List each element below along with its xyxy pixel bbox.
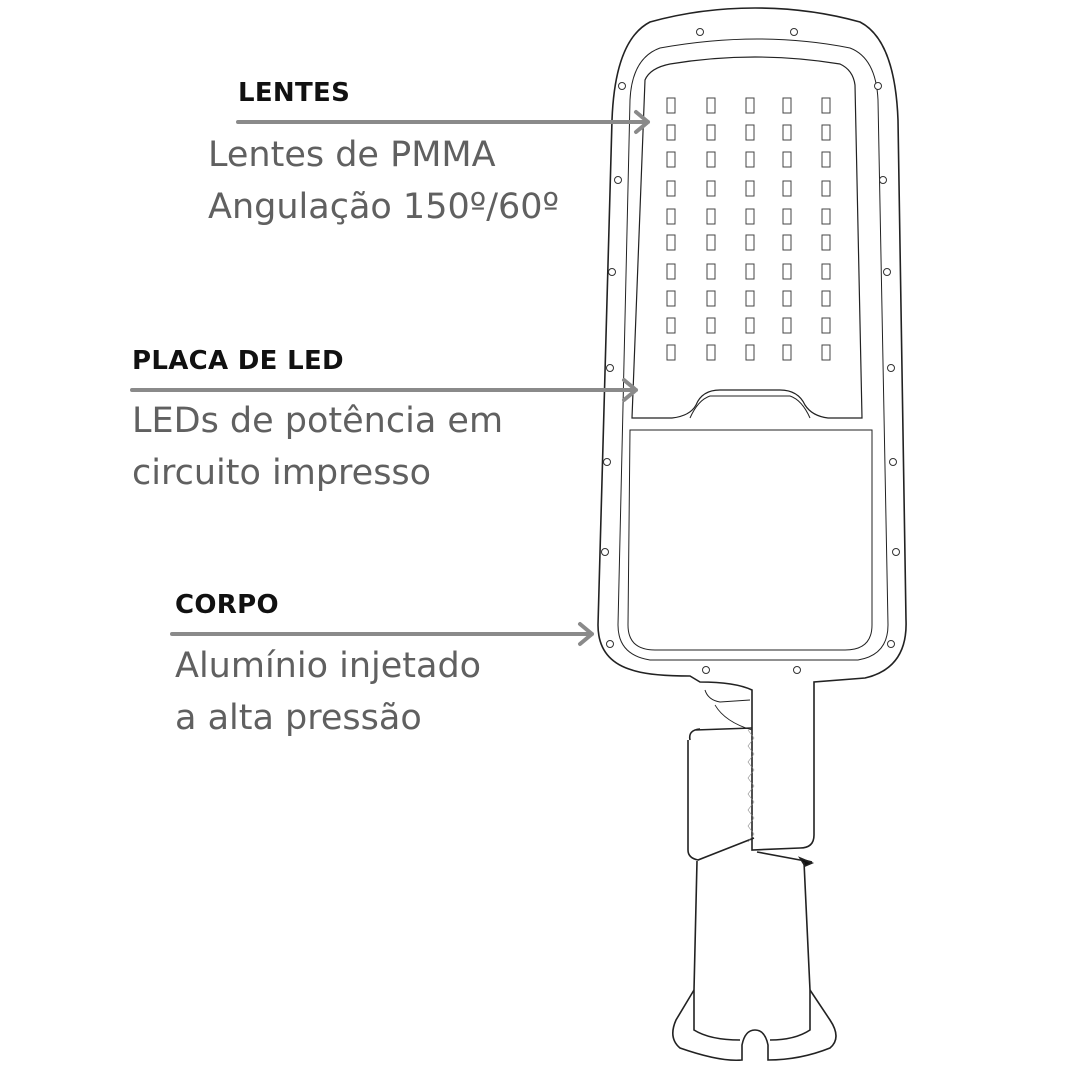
led-lens: [706, 317, 716, 334]
led-lens: [782, 344, 792, 361]
led-lens: [666, 151, 676, 168]
led-lens: [745, 290, 755, 307]
led-lens: [745, 208, 755, 225]
led-lens: [745, 180, 755, 197]
led-lens: [706, 180, 716, 197]
led-lens: [745, 234, 755, 251]
placa-desc-line2: circuito impresso: [132, 453, 432, 493]
led-lens: [821, 290, 831, 307]
lentes-desc-line2: Angulação 150º/60º: [208, 187, 560, 227]
led-lens: [666, 234, 676, 251]
led-lens: [706, 208, 716, 225]
led-lens: [706, 263, 716, 280]
placa-desc-line1: LEDs de potência em: [132, 401, 504, 441]
led-lens: [821, 124, 831, 141]
screw-holes: [601, 28, 900, 674]
corpo-desc-line2: a alta pressão: [175, 698, 422, 738]
led-lens: [782, 263, 792, 280]
led-lens: [782, 234, 792, 251]
led-lens: [706, 290, 716, 307]
led-lens: [666, 290, 676, 307]
led-lens: [745, 344, 755, 361]
led-lens: [745, 97, 755, 114]
led-lens: [706, 344, 716, 361]
led-lens: [666, 180, 676, 197]
placa-de-led-arrow: [130, 378, 638, 402]
corpo-title: CORPO: [175, 590, 279, 620]
lentes-desc-line1: Lentes de PMMA: [208, 135, 496, 175]
led-lens: [821, 344, 831, 361]
lentes-arrow: [236, 110, 650, 134]
led-lens: [706, 234, 716, 251]
led-lens: [666, 263, 676, 280]
led-lens: [706, 151, 716, 168]
led-lens: [782, 180, 792, 197]
led-lens: [706, 124, 716, 141]
led-lens: [745, 151, 755, 168]
led-lens: [782, 151, 792, 168]
led-lens: [782, 317, 792, 334]
led-lens: [821, 97, 831, 114]
led-lens: [745, 317, 755, 334]
led-lens: [745, 263, 755, 280]
led-lens: [666, 124, 676, 141]
corpo-arrow: [170, 622, 594, 646]
luminaire-outline: [597, 7, 907, 1062]
led-lens: [666, 208, 676, 225]
lentes-title: LENTES: [238, 78, 351, 108]
led-lens: [666, 97, 676, 114]
led-lens: [745, 124, 755, 141]
led-lens: [821, 317, 831, 334]
led-lens: [666, 344, 676, 361]
led-lens: [782, 290, 792, 307]
led-lens: [666, 317, 676, 334]
led-lens: [782, 97, 792, 114]
led-lens: [821, 180, 831, 197]
led-lens: [821, 151, 831, 168]
led-lens: [706, 97, 716, 114]
led-lens: [782, 208, 792, 225]
placa-de-led-title: PLACA DE LED: [132, 346, 344, 376]
led-lens: [821, 208, 831, 225]
led-grid: [666, 97, 831, 361]
led-lens: [782, 124, 792, 141]
corpo-desc-line1: Alumínio injetado: [175, 646, 482, 686]
led-lens: [821, 263, 831, 280]
led-lens: [821, 234, 831, 251]
